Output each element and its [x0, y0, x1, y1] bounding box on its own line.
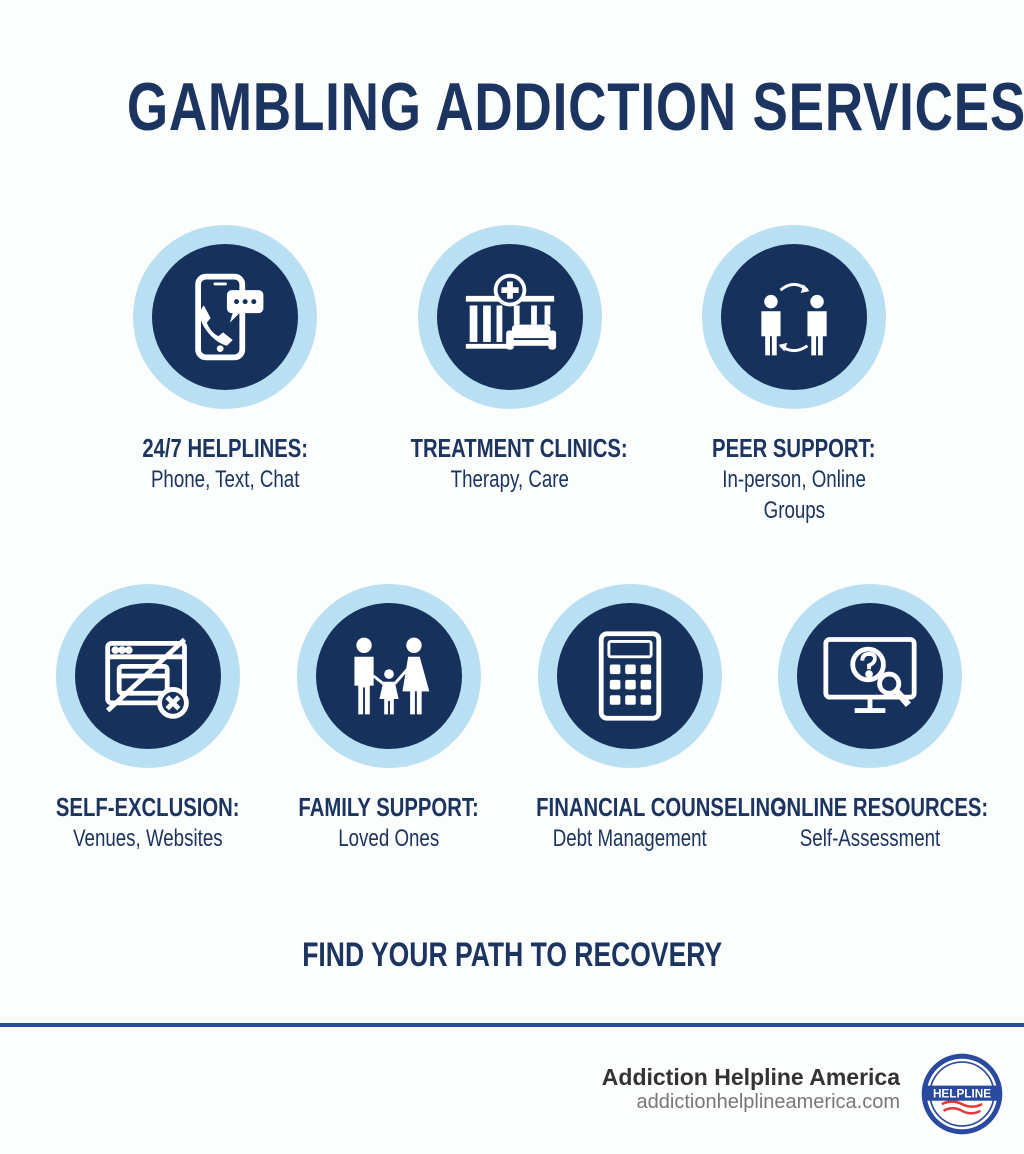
- service-clinics: TREATMENT CLINICS: Therapy, Care: [380, 225, 640, 494]
- footer-divider: [0, 1023, 1024, 1027]
- service-family-support: FAMILY SUPPORT: Loved Ones: [259, 584, 519, 853]
- service-peer-support: PEER SUPPORT: In-person, Online Groups: [664, 225, 924, 525]
- service-label: ONLINE RESOURCES:: [770, 792, 989, 822]
- service-label: FINANCIAL COUNSELING:: [536, 792, 793, 822]
- service-label: FAMILY SUPPORT:: [298, 792, 480, 822]
- calculator-icon: [598, 631, 662, 721]
- brand-block: Addiction Helpline America addictionhelp…: [602, 1064, 900, 1114]
- service-sub: Groups: [763, 497, 825, 524]
- service-sub: Debt Management: [552, 825, 707, 852]
- service-label: PEER SUPPORT:: [712, 433, 876, 463]
- brand-name: Addiction Helpline America: [601, 1064, 900, 1090]
- service-sub: Phone, Text, Chat: [150, 466, 300, 493]
- service-label: SELF-EXCLUSION:: [56, 792, 240, 822]
- service-sub: Self-Assessment: [799, 825, 941, 852]
- helpline-logo: HELPLINE: [921, 1053, 1003, 1135]
- call-to-action: FIND YOUR PATH TO RECOVERY: [302, 936, 722, 974]
- svg-text:HELPLINE: HELPLINE: [933, 1087, 991, 1100]
- peer-exchange-icon: [761, 282, 827, 356]
- service-online-resources: ONLINE RESOURCES: Self-Assessment: [740, 584, 1000, 853]
- service-label: TREATMENT CLINICS:: [410, 433, 628, 463]
- phone-chat-icon: [195, 273, 264, 361]
- brand-url[interactable]: addictionhelplineamerica.com: [636, 1091, 900, 1113]
- service-financial-counseling: FINANCIAL COUNSELING: Debt Management: [500, 584, 793, 853]
- monitor-search-icon: [823, 637, 917, 713]
- family-icon: [354, 637, 430, 715]
- clinic-icon: [465, 273, 557, 350]
- service-sub: In-person, Online: [722, 466, 866, 493]
- service-sub: Therapy, Care: [450, 466, 570, 493]
- page-title: GAMBLING ADDICTION SERVICES: [126, 69, 1024, 145]
- service-sub: Loved Ones: [338, 825, 440, 852]
- blocked-website-icon: [105, 637, 189, 719]
- service-helplines: 24/7 HELPLINES: Phone, Text, Chat: [95, 225, 355, 494]
- service-label: 24/7 HELPLINES:: [142, 433, 308, 463]
- service-self-exclusion: SELF-EXCLUSION: Venues, Websites: [18, 584, 278, 853]
- service-sub: Venues, Websites: [73, 825, 223, 852]
